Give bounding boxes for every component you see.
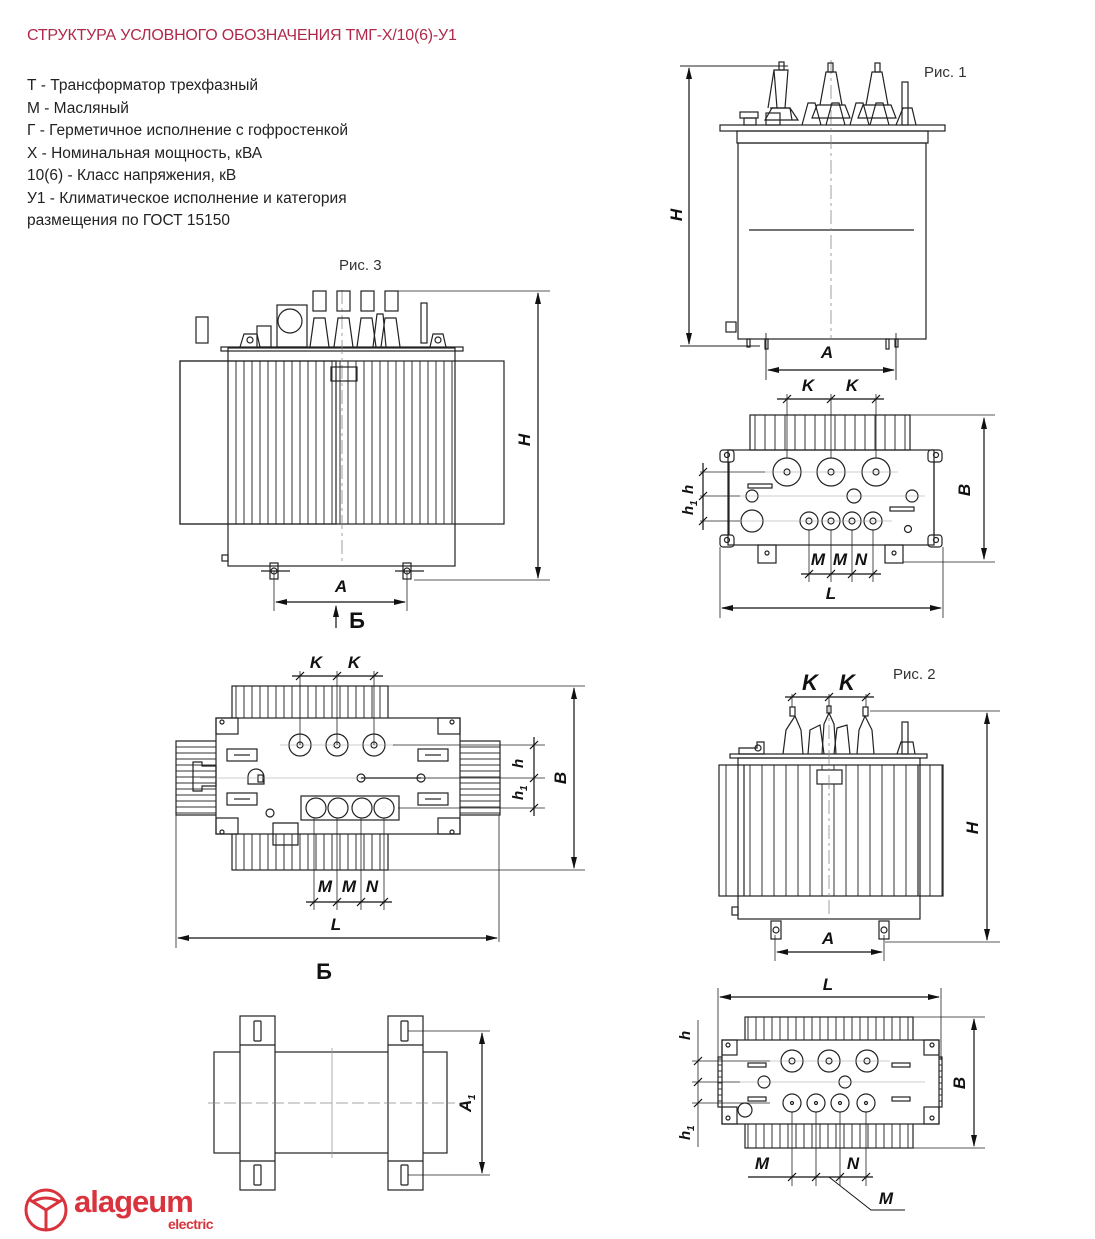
fig1-dim-L: L <box>826 584 836 603</box>
svg-text:1: 1 <box>686 1125 697 1131</box>
fig1-dim-K1: K <box>802 376 816 395</box>
svg-text:1: 1 <box>689 500 700 506</box>
svg-text:h: h <box>677 1131 694 1140</box>
fig2-caption: Рис. 2 <box>893 666 936 683</box>
fig3-dim-H: H <box>515 433 534 446</box>
svg-text:1: 1 <box>467 1094 478 1100</box>
company-logo: alageum electric <box>22 1184 232 1236</box>
legend-item: Т - Трансформатор трехфазный <box>27 77 259 94</box>
logo-emblem-icon <box>24 1188 68 1232</box>
fig1-top-view <box>698 394 995 618</box>
fig2-dim-K2: K <box>839 670 857 695</box>
fig1-dim-M1: M <box>811 550 826 569</box>
fig3-caption: Рис. 3 <box>339 257 382 274</box>
fig3-view-label: Б <box>316 959 332 984</box>
fig3-dim-M2: M <box>342 877 357 896</box>
legend-item: У1 - Климатическое исполнение и категори… <box>27 189 347 207</box>
fig1-dim-H: H <box>667 208 686 221</box>
fig3-dim-A1: A 1 <box>456 1094 478 1113</box>
fig2-dim-B: B <box>950 1077 969 1089</box>
page-title: СТРУКТУРА УСЛОВНОГО ОБОЗНАЧЕНИЯ ТМГ-Х/10… <box>27 27 457 44</box>
svg-text:1: 1 <box>519 785 530 791</box>
fig3-top-view <box>175 671 585 948</box>
fig1-dim-N: N <box>855 550 868 569</box>
fig2-dim-K1: K <box>802 670 820 695</box>
fig1-dim-M2: M <box>833 550 848 569</box>
fig2-dim-h: h <box>677 1031 694 1040</box>
legend-item: Х - Номинальная мощность, кВА <box>27 144 263 162</box>
fig3-dim-K2: K <box>348 653 362 672</box>
fig3-dim-N: N <box>366 877 379 896</box>
fig3-side-view <box>179 290 550 628</box>
fig1-dim-h: h <box>680 485 697 494</box>
fig1-dim-A: A <box>820 343 833 362</box>
fig2-top-view <box>692 988 985 1211</box>
fig3-dim-h1: h 1 <box>510 785 530 800</box>
fig3-dim-A: A <box>334 577 347 596</box>
fig1-dim-h1: h 1 <box>680 500 700 515</box>
fig1-caption: Рис. 1 <box>924 64 967 81</box>
fig3-view-arrow-label: Б <box>349 608 365 633</box>
fig2-dim-M2: M <box>879 1189 894 1208</box>
logo-word: alageum <box>74 1184 194 1219</box>
fig2-dim-H: H <box>963 821 982 834</box>
logo-sub: electric <box>168 1216 214 1232</box>
fig3-dim-L: L <box>331 915 341 934</box>
fig3-base-view <box>208 1015 490 1191</box>
fig2-side-view <box>718 692 1000 961</box>
fig2-dim-A: A <box>821 929 834 948</box>
fig2-dim-L: L <box>823 975 833 994</box>
designation-legend: Т - Трансформатор трехфазный М - Масляны… <box>27 75 348 233</box>
legend-item: размещения по ГОСТ 15150 <box>27 212 231 229</box>
fig3-dim-K1: K <box>310 653 324 672</box>
fig1-dim-K2: K <box>846 376 860 395</box>
svg-text:h: h <box>510 791 527 800</box>
fig3-dim-B: B <box>551 772 570 784</box>
fig1-side-view <box>680 60 946 380</box>
fig2-dim-M1: M <box>755 1154 770 1173</box>
fig3-dim-M1: M <box>318 877 333 896</box>
legend-item: М - Масляный <box>27 99 129 117</box>
legend-item: Г - Герметичное исполнение с гофростенко… <box>27 122 348 139</box>
fig1-dim-B: B <box>955 484 974 496</box>
fig2-dim-N: N <box>847 1154 860 1173</box>
svg-text:A: A <box>456 1100 475 1113</box>
fig3-dim-h: h <box>510 759 527 768</box>
svg-text:h: h <box>680 506 697 515</box>
legend-item: 10(6) - Класс напряжения, кВ <box>27 167 237 184</box>
fig2-dim-h1: h 1 <box>677 1125 697 1140</box>
